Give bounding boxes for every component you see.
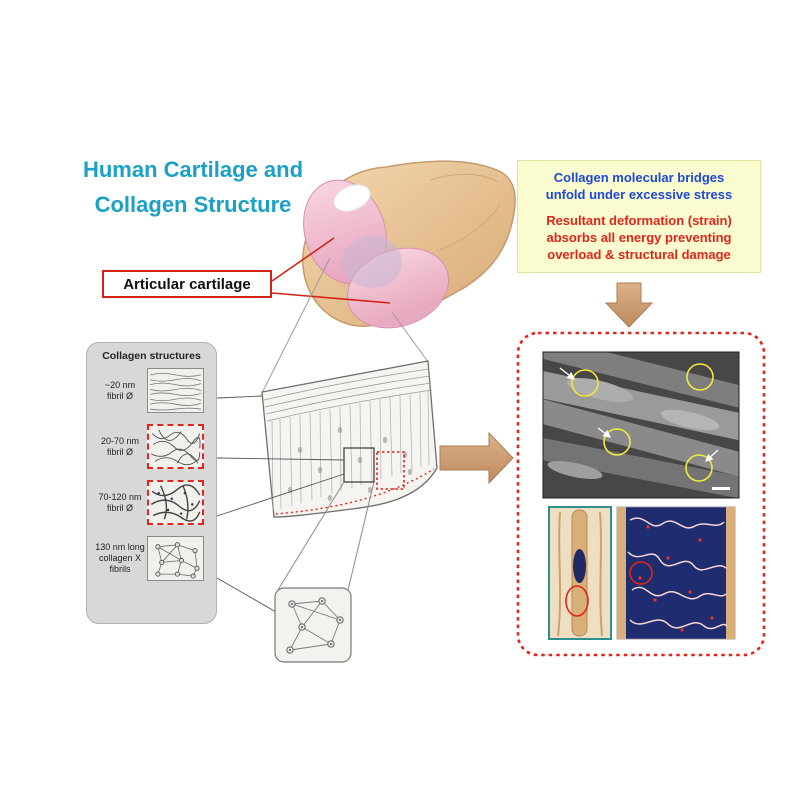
- em-white-arrows: [559, 367, 719, 462]
- stress-info-blue-text: Collagen molecular bridges unfold under …: [545, 170, 733, 202]
- zoom-region-square: [343, 447, 375, 483]
- fibril-bridge-inset: [548, 506, 612, 640]
- thumb-20-70nm-illustration: [151, 429, 201, 466]
- figure-title-line1: Human Cartilage and: [82, 157, 304, 182]
- zoom-right-arrow: [439, 431, 514, 485]
- knee-bone-illustration: [302, 160, 516, 329]
- superficial-zone-lamellae: [263, 368, 433, 422]
- articular-cartilage-label: Articular cartilage: [102, 270, 272, 298]
- fibril-red-annotation: [565, 585, 589, 617]
- molecule-red-dots: [638, 525, 714, 632]
- collagen-item-70-120nm: 70-120 nm fibril Ø: [93, 480, 210, 525]
- figure-title-line2: Collagen Structure: [94, 192, 292, 218]
- em-scale-bar: [712, 487, 730, 490]
- panel-connector-lines: [216, 395, 345, 613]
- zoom-lines-block-to-inset: [277, 481, 375, 591]
- fibril-dark-bridge: [573, 549, 586, 583]
- molecule-red-annotation: [629, 561, 653, 585]
- thumb-collagenX-fibrils: [147, 536, 204, 581]
- thumb-20nm-fibrils: [147, 368, 204, 413]
- stress-info-box: Collagen molecular bridges unfold under …: [517, 160, 761, 274]
- thumb-70-120nm-fibrils: [147, 480, 204, 525]
- thumb-20-70nm-fibrils: [147, 424, 204, 469]
- em-yellow-circles: [571, 363, 714, 482]
- chondrocyte-cells: [287, 426, 413, 502]
- collagen-item-20nm-label: ~20 nm fibril Ø: [104, 379, 136, 401]
- condyle-highlight-oval: [333, 184, 371, 212]
- collagen-item-collagenX: 130 nm long collagen X fibrils: [93, 536, 210, 581]
- collagen-item-70-120nm-label: 70-120 nm fibril Ø: [98, 491, 142, 513]
- collagen-item-20-70nm: 20-70 nm fibril Ø: [93, 424, 210, 469]
- zoom-region-red-dashed: [376, 451, 405, 490]
- stress-down-arrow: [604, 282, 654, 328]
- figure-title: Human Cartilage and Collagen Structure: [62, 152, 324, 222]
- collagen-x-network-inset: [274, 587, 352, 663]
- collagen-item-20nm: ~20 nm fibril Ø: [93, 368, 210, 413]
- thumb-20nm-illustration: [149, 373, 202, 411]
- zoom-lines-bone-to-block: [262, 257, 429, 392]
- collagen-item-collagenX-label: 130 nm long collagen X fibrils: [95, 542, 145, 574]
- cartilage-block-illustration: [261, 360, 438, 518]
- deep-zone-red-dotted-edge: [275, 468, 435, 515]
- collagen-structures-panel: Collagen structures ~20 nm fibril Ø 20-7…: [86, 342, 217, 624]
- collagen-molecules: [627, 517, 728, 630]
- collagen-item-20-70nm-label: 20-70 nm fibril Ø: [100, 435, 140, 457]
- collagen-panel-title: Collagen structures: [102, 350, 201, 362]
- em-micrograph: [542, 351, 740, 499]
- thumb-collagenX-illustration: [155, 542, 200, 579]
- molecular-network-inset: [616, 506, 736, 640]
- articular-cartilage-label-text: Articular cartilage: [123, 275, 251, 293]
- thumb-70-120nm-illustration: [150, 484, 201, 522]
- articular-cartilage-pointer-lines: [271, 237, 391, 304]
- stress-info-red-text: Resultant deformation (strain) absorbs a…: [546, 212, 732, 262]
